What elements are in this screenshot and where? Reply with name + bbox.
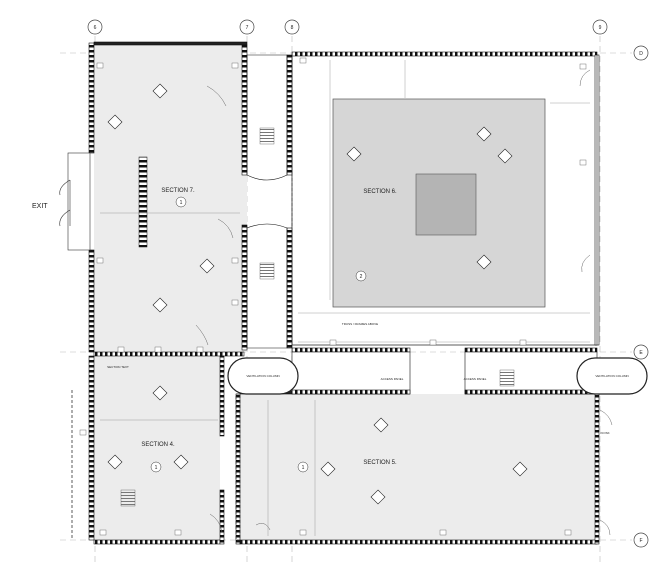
- ventilation-column-left: [227, 357, 299, 395]
- exhibit-marker-12: [373, 417, 389, 433]
- dashed-walls: [71, 58, 293, 541]
- grid-label-6: 6: [94, 25, 97, 31]
- exhibit-marker-15: [370, 489, 386, 505]
- grid-label-9: 9: [599, 25, 602, 31]
- grid-bubble-d: [633, 45, 649, 61]
- section-4-title: SECTION 4.: [141, 442, 175, 448]
- exhibit-marker-13: [320, 461, 336, 477]
- exhibit-marker-8: [476, 254, 492, 270]
- section-6-title: SECTION 6.: [363, 189, 397, 195]
- access-panel-left-label: ACCESS PANEL: [381, 377, 404, 381]
- section-7-floor: [94, 45, 247, 352]
- exhibit-marker-6: [346, 146, 362, 162]
- exhibit-marker-11: [173, 454, 189, 470]
- grid-label-8: 8: [291, 25, 294, 31]
- exhibit-marker-5: [476, 126, 492, 142]
- section-5-title: SECTION 5.: [363, 460, 397, 466]
- trusses-label: TRUSS / FRAMES ABOVE: [342, 322, 378, 326]
- grilles: [120, 127, 515, 507]
- display-cabinet: [138, 156, 148, 248]
- central-plinth: [415, 173, 477, 236]
- doors: [195, 69, 613, 536]
- grid-bubble-8: [284, 19, 300, 35]
- section-markers: [150, 196, 367, 473]
- exhibit-marker-1: [152, 83, 168, 99]
- exhibit-markers: [107, 83, 528, 505]
- grid-bubble-f: [633, 532, 649, 548]
- section-6-marker: 2: [360, 274, 363, 280]
- exhibit-marker-4: [152, 297, 168, 313]
- grid-bubble-6: [87, 19, 103, 35]
- section-5-marker: 1: [302, 465, 305, 471]
- ventilation-column-right: [576, 357, 648, 395]
- exhibit-marker-2: [107, 114, 123, 130]
- perimeter-tags: [79, 57, 587, 536]
- exhibit-marker-7: [497, 148, 513, 164]
- exit-door[interactable]: [59, 152, 91, 251]
- exhibit-marker-3: [199, 258, 215, 274]
- exit-label: EXIT: [32, 203, 48, 210]
- grid-bubble-e: [633, 344, 649, 360]
- kiosk-label: KIOSK: [600, 431, 609, 435]
- section-4-marker: 1: [155, 465, 158, 471]
- ventilation-column-right-label: VENTILATION COLUMN: [595, 374, 628, 378]
- grid-bubble-9: [592, 19, 608, 35]
- grid-bubbles: [87, 19, 649, 548]
- section-4-floor: [94, 356, 220, 540]
- grid-label-d: D: [639, 51, 643, 57]
- access-panel-right-label: ACCESS PANEL: [464, 377, 487, 381]
- section-7-marker: 1: [180, 200, 183, 206]
- exhibit-marker-10: [107, 454, 123, 470]
- grid-label-7: 7: [246, 25, 249, 31]
- dimension-lines: [100, 60, 590, 536]
- ventilation-column-left-label: VENTILATION COLUMN: [246, 374, 279, 378]
- section-5-floor: [240, 394, 595, 540]
- grid-label-e: E: [639, 350, 643, 356]
- exhibit-marker-14: [512, 461, 528, 477]
- grid-bubble-7: [239, 19, 255, 35]
- section-7-title: SECTION 7.: [161, 188, 195, 194]
- exhibit-marker-9: [152, 385, 168, 401]
- grid-label-f: F: [639, 538, 642, 544]
- ventilation-columns: [227, 357, 648, 395]
- section-text-label: SECTION TEXT: [107, 365, 129, 369]
